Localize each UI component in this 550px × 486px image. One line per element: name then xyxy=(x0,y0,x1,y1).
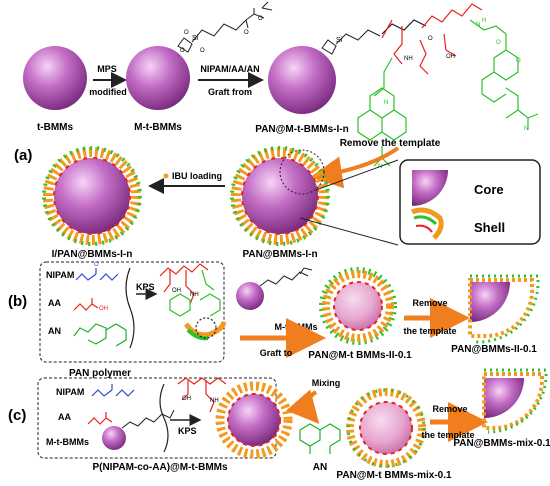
o-atom-7: O xyxy=(496,40,501,46)
graft-to-label: Graft to xyxy=(260,348,293,358)
p-nipam-co-aa-structure xyxy=(177,377,227,413)
panel-b-dashed-box xyxy=(39,261,225,363)
an-label-c: AN xyxy=(313,462,327,473)
pan-bmms-mix-label: PAN@BMMs-mix-0.1 xyxy=(453,438,550,449)
graft-from-label: Graft from xyxy=(208,87,252,97)
pan-m-t-bmms-ii-particle xyxy=(319,267,397,345)
i-pan-bmms-i-n-particle xyxy=(42,146,142,246)
nh-atom: NH xyxy=(404,56,413,62)
pan-bmms-i-n-label: PAN@BMMs-I-n xyxy=(242,249,317,260)
pan-m-t-bmms-i-n-sphere xyxy=(268,29,381,114)
core-shell-legend xyxy=(399,159,541,245)
shell-strand-icon xyxy=(411,207,444,240)
m-t-bmms-sphere xyxy=(126,1,273,110)
mixing-arrow xyxy=(286,389,320,425)
pc-nh: NH xyxy=(210,398,219,404)
aa-structure xyxy=(73,298,99,311)
nipam-structure-c xyxy=(91,384,135,397)
p-nipam-co-aa-label: P(NIPAM-co-AA)@M-t-BMMs xyxy=(92,462,228,473)
p-nipam-co-aa-particle xyxy=(215,381,293,459)
remove-label-c: Remove xyxy=(432,404,467,414)
pan-polymer-label: PAN polymer xyxy=(69,368,131,379)
o-atom-5: O xyxy=(258,16,263,22)
pan-m-t-bmms-mix-particle xyxy=(346,388,426,468)
the-template-label-c: the template xyxy=(421,430,474,440)
the-template-label-b: the template xyxy=(403,326,456,336)
n-atom-2: N xyxy=(524,126,528,132)
nipam-aa-an-label: NIPAM/AA/AN xyxy=(200,64,259,74)
zoom-line-1 xyxy=(315,159,399,191)
aa-label-c: AA xyxy=(58,412,71,422)
pan-nh: NH xyxy=(190,292,199,298)
pan-oh: OH xyxy=(172,288,181,294)
pc-oh: OH xyxy=(182,396,191,402)
n-atom-1: N xyxy=(476,22,480,28)
zoom-circle xyxy=(279,149,325,195)
an-structure xyxy=(73,323,127,347)
o-atom-8: O xyxy=(516,58,521,64)
ibu-dot-icon xyxy=(163,173,169,179)
pan-bmms-i-n-particle xyxy=(230,146,330,246)
o-atom-6: O xyxy=(428,36,433,42)
o-atom-2: O xyxy=(180,48,185,54)
core-label: Core xyxy=(474,182,504,197)
kps-label-c: KPS xyxy=(178,426,197,436)
pan-bmms-ii-quarter xyxy=(468,274,540,344)
nipam-structure xyxy=(75,268,119,281)
nipam-label-b: NIPAM xyxy=(46,270,74,280)
o-atom-3: O xyxy=(200,48,205,54)
m-t-bmms-c-sphere xyxy=(102,409,175,450)
h-atom: H xyxy=(482,18,486,24)
remove-template-label-a: Remove the template xyxy=(340,138,441,149)
an-label-b: AN xyxy=(48,326,61,336)
pan-m-t-bmms-mix-label: PAN@M-t BMMs-mix-0.1 xyxy=(336,470,452,481)
brace-c xyxy=(159,383,169,453)
nipam-o: O xyxy=(94,262,99,268)
aa-label-b: AA xyxy=(48,298,61,308)
pan-bmms-ii-label: PAN@BMMs-II-0.1 xyxy=(451,344,537,355)
t-bmms-label: t-BMMs xyxy=(37,122,74,133)
nipam-label-c: NIPAM xyxy=(56,387,84,397)
o-atom-4: O xyxy=(244,30,249,36)
pan-m-t-bmms-ii-label: PAN@M-t BMMs-II-0.1 xyxy=(308,350,412,361)
aa-oh: OH xyxy=(99,306,108,312)
grafted-copolymer-structure xyxy=(357,3,539,167)
panel-c-dashed-box xyxy=(37,377,277,459)
m-t-bmms-small-sphere xyxy=(236,267,313,310)
an-molecule-c xyxy=(299,423,341,454)
t-bmms-sphere xyxy=(23,46,87,110)
panel-c-label: (c) xyxy=(8,407,26,424)
brace-b xyxy=(125,267,135,349)
pan-bmms-mix-quarter xyxy=(482,368,548,434)
pan-polymer-structure xyxy=(159,263,227,341)
panel-b-label: (b) xyxy=(8,293,27,310)
n-atom-3: N xyxy=(384,100,388,106)
remove-label-b: Remove xyxy=(412,298,447,308)
ibu-loading-label: IBU loading xyxy=(172,171,222,181)
panel-a-label: (a) xyxy=(14,147,32,164)
mps-label: MPS xyxy=(97,64,117,74)
pan-m-t-bmms-i-n-label: PAN@M-t-BMMs-I-n xyxy=(255,124,348,135)
aa-structure-c xyxy=(87,412,113,425)
m-t-bmms-label-c: M-t-BMMs xyxy=(46,437,89,447)
oh-atom: OH xyxy=(446,54,455,60)
si-atom: Si xyxy=(192,35,199,42)
remove-template-arrow-a xyxy=(310,146,400,189)
i-pan-bmms-i-n-label: I/PAN@BMMs-I-n xyxy=(52,249,133,260)
kps-label-b: KPS xyxy=(136,282,155,292)
zoom-line-2 xyxy=(299,217,399,246)
m-t-bmms-label: M-t-BMMs xyxy=(134,122,182,133)
shell-label: Shell xyxy=(474,220,505,235)
mixing-label: Mixing xyxy=(312,378,341,388)
core-quarter-icon xyxy=(412,170,448,206)
si-atom-2: Si xyxy=(336,37,343,44)
o-atom-1: O xyxy=(184,30,189,36)
m-t-bmms-label-b: M-t-BMMs xyxy=(275,322,318,332)
modified-label: modified xyxy=(89,87,127,97)
